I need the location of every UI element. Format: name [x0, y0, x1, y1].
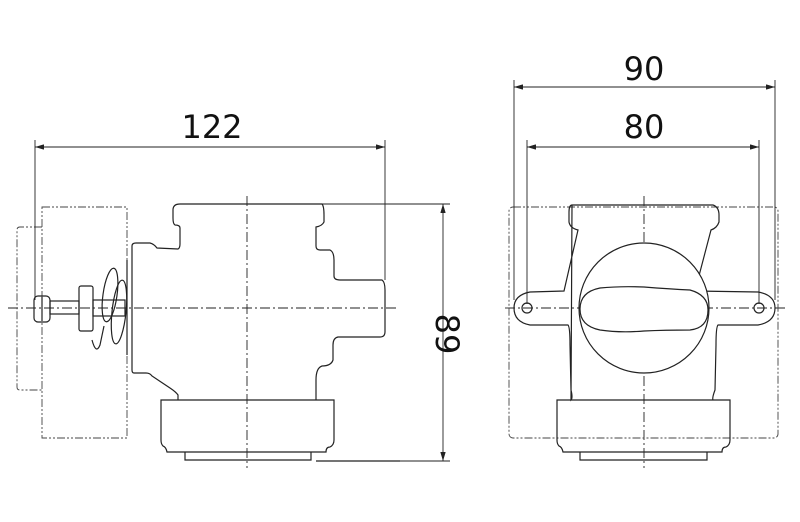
phantom-handle-envelope: [41, 206, 128, 439]
bottom-flange: [160, 399, 335, 453]
side-view: 122 89: [8, 108, 466, 468]
bottom-flange: [556, 399, 731, 453]
bottom-lip: [184, 452, 400, 462]
handle-grip: [579, 286, 709, 333]
dimension-label-width: 122: [181, 108, 242, 146]
dimension-label-hole-spacing: 80: [624, 108, 665, 146]
phantom-knob-envelope: [16, 226, 42, 391]
dimension-label-height: 89: [428, 314, 466, 355]
dimension-89: 89: [316, 203, 466, 462]
dimension-90: 90: [513, 50, 776, 300]
shaft: [49, 300, 80, 315]
dimension-label-overall-width: 90: [624, 50, 665, 88]
collar: [78, 285, 94, 332]
body-outline: [131, 203, 386, 400]
dimension-122: 122: [34, 108, 386, 300]
phantom-envelope: [508, 206, 779, 439]
spring: [91, 260, 128, 355]
spring-guide: [92, 299, 126, 317]
bottom-lip: [579, 452, 708, 461]
dimension-80: 80: [526, 108, 760, 304]
handle-disc: [578, 242, 710, 374]
front-view: 90 80: [505, 50, 786, 468]
body-outline: [513, 204, 776, 402]
